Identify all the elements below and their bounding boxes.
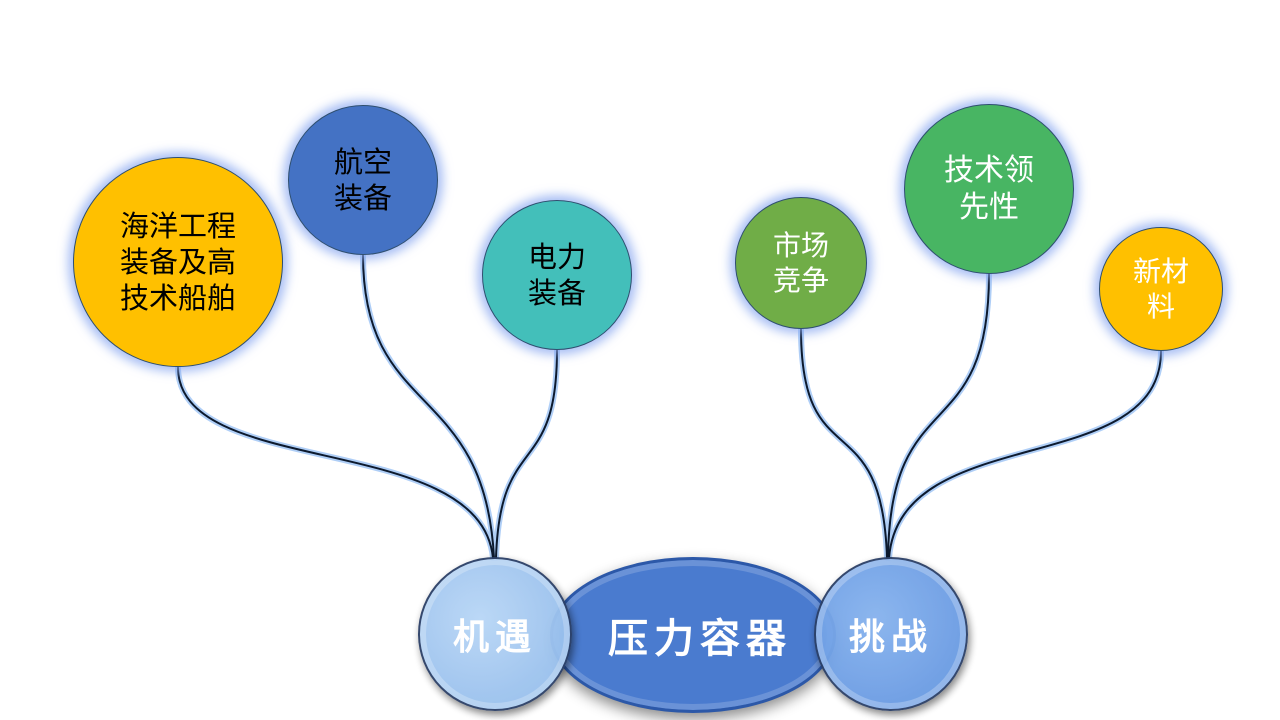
bubble-text: 先性 (959, 190, 1019, 225)
bubble-text: 装备 (527, 276, 586, 310)
hub-challenges: 挑战 (814, 557, 968, 711)
connector-power (495, 349, 558, 559)
bubble-text: 装备 (333, 181, 392, 215)
bubble-ocean-engineering: 海洋工程 装备及高 技术船舶 (73, 157, 283, 367)
bubble-text: 航空 (333, 144, 392, 179)
bubble-text: 市场 (772, 229, 829, 262)
bubble-text: 技术领 (944, 152, 1034, 188)
bubble-text: 海洋工程 (119, 208, 236, 243)
bubble-tech-leadership: 技术领 先性 (904, 104, 1074, 274)
bubble-text: 装备及高 (119, 244, 236, 279)
bubble-aviation: 航空 装备 (288, 105, 438, 255)
bubble-market-competition: 市场 竞争 (735, 197, 867, 329)
connector-market (800, 328, 888, 559)
bubble-text: 料 (1146, 290, 1175, 323)
connector-material (888, 350, 1162, 559)
hub-opportunities: 机遇 (418, 557, 572, 711)
connector-ocean (177, 366, 494, 559)
bubble-power: 电力 装备 (482, 200, 632, 350)
bubble-new-materials: 新材 料 (1099, 227, 1223, 351)
hub-label: 挑战 (848, 616, 933, 658)
connector-tech (887, 273, 990, 559)
hub-label: 机遇 (452, 616, 537, 658)
bubble-text: 电力 (527, 239, 586, 274)
center-label: 压力容器 (608, 615, 792, 662)
bubble-text: 竞争 (772, 264, 829, 297)
bubble-text: 技术船舶 (119, 281, 236, 316)
center-node-pressure-vessel: 压力容器 (550, 557, 836, 713)
connector-aviation (362, 254, 495, 559)
bubble-text: 新材 (1132, 255, 1189, 288)
